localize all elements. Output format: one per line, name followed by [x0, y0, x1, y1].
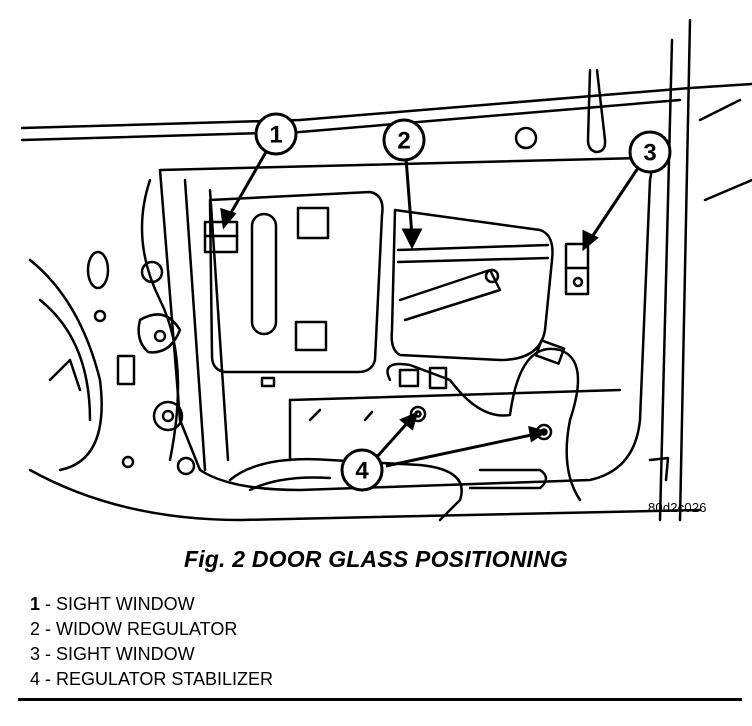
callout-3-label: 3	[643, 140, 656, 167]
door-frame-top	[20, 82, 752, 130]
access-opening-left	[208, 190, 384, 374]
leader-4a	[374, 418, 412, 460]
legend-item-4: 4 - REGULATOR STABILIZER	[30, 667, 273, 692]
legend-item-3: 3 - SIGHT WINDOW	[30, 642, 273, 667]
legend-item-2: 2 - WIDOW REGULATOR	[30, 617, 273, 642]
callout-4-circle	[340, 448, 384, 492]
leader-3	[588, 167, 640, 241]
legend-num: 1	[30, 594, 41, 614]
legend-list: 1 - SIGHT WINDOW 2 - WIDOW REGULATOR 3 -…	[30, 592, 273, 692]
arrow-1	[220, 207, 237, 230]
legend-num: 2	[30, 619, 41, 639]
legend-text: - SIGHT WINDOW	[40, 594, 195, 614]
legend-text: - SIGHT WINDOW	[40, 644, 195, 664]
leader-1	[226, 151, 268, 219]
leader-4b	[385, 432, 537, 468]
callout-4-label: 4	[355, 458, 369, 485]
figure-code: 80d2c026	[648, 500, 707, 515]
figure-caption: Fig. 2 DOOR GLASS POSITIONING	[183, 546, 569, 572]
speaker-opening	[228, 457, 463, 522]
legend-num: 4	[30, 669, 41, 689]
door-pillar-right-inner	[658, 38, 674, 522]
arrow-3	[582, 229, 599, 252]
callout-2-circle	[382, 118, 426, 162]
legend-num: 3	[30, 644, 41, 664]
wiring-harness	[386, 347, 582, 502]
leader-2	[404, 157, 414, 237]
callout-1-label: 1	[269, 122, 282, 149]
legend-item-1: 1 - SIGHT WINDOW	[30, 592, 273, 617]
callout-2-label: 2	[397, 128, 410, 155]
door-diagram: 1 2 3 4	[20, 18, 752, 522]
arrow-4a	[399, 411, 419, 431]
callout-3-circle	[628, 130, 672, 174]
square-hole-bottom	[294, 320, 328, 352]
door-frame-top-inner	[20, 98, 682, 142]
stabilizer-bolt-left	[409, 405, 427, 423]
square-hole-top	[296, 206, 330, 240]
callout-1-circle	[254, 112, 298, 156]
access-opening-right	[390, 208, 554, 362]
slot-opening	[250, 212, 278, 336]
door-pillar-right	[678, 18, 692, 522]
legend-text: - WIDOW REGULATOR	[40, 619, 238, 639]
arrow-2	[401, 228, 423, 250]
door-bottom	[28, 468, 702, 522]
regulator-rail	[396, 243, 550, 252]
bottom-rule	[18, 698, 742, 701]
arrow-4b	[528, 425, 548, 443]
legend-text: - REGULATOR STABILIZER	[40, 669, 274, 689]
